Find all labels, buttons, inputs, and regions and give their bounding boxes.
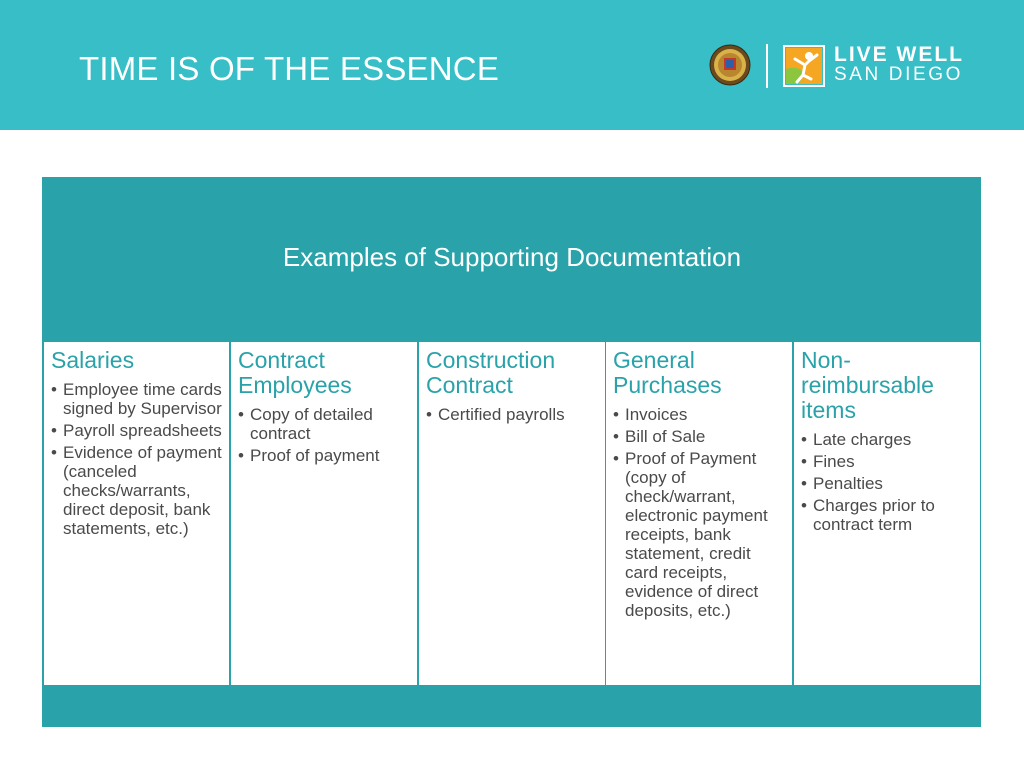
brand-line-1: LIVE WELL (834, 43, 964, 66)
logo-divider (766, 44, 768, 88)
column-salaries: Salaries Employee time cards signed by S… (43, 341, 230, 686)
column-contract-employees: Contract Employees Copy of detailed cont… (230, 341, 418, 686)
item-list: Certified payrolls (426, 405, 599, 424)
list-item: Fines (801, 452, 974, 471)
column-title: Non-reimbursable items (801, 347, 934, 423)
header-bar: TIME IS OF THE ESSENCE LIVE WELL SAN DIE… (0, 0, 1024, 130)
list-item: Charges prior to contract term (801, 496, 974, 534)
live-well-figure-icon (783, 45, 825, 87)
column-general-purchases: General Purchases Invoices Bill of Sale … (605, 341, 793, 686)
column-non-reimbursable: Non-reimbursable items Late charges Fine… (793, 341, 981, 686)
item-list: Employee time cards signed by Supervisor… (51, 380, 223, 538)
list-item: Penalties (801, 474, 974, 493)
list-item: Proof of payment (238, 446, 411, 465)
list-item: Evidence of payment (canceled checks/war… (51, 443, 223, 538)
column-construction-contract: Construction Contract Certified payrolls (418, 341, 606, 686)
list-item: Bill of Sale (613, 427, 786, 446)
list-item: Proof of Payment (copy of check/warrant,… (613, 449, 786, 620)
list-item: Payroll spreadsheets (51, 421, 223, 440)
brand-line-2: SAN DIEGO (834, 64, 963, 85)
item-list: Late charges Fines Penalties Charges pri… (801, 430, 974, 534)
list-item: Employee time cards signed by Supervisor (51, 380, 223, 418)
item-list: Invoices Bill of Sale Proof of Payment (… (613, 405, 786, 620)
column-title: Construction Contract (426, 347, 556, 398)
list-item: Invoices (613, 405, 786, 424)
panel-heading: Examples of Supporting Documentation (282, 242, 742, 272)
list-item: Certified payrolls (426, 405, 599, 424)
county-seal-icon (709, 44, 751, 86)
column-title: Salaries (51, 347, 135, 373)
column-title: Contract Employees (238, 347, 352, 398)
list-item: Copy of detailed contract (238, 405, 411, 443)
list-item: Late charges (801, 430, 974, 449)
slide-title: TIME IS OF THE ESSENCE (79, 50, 500, 87)
item-list: Copy of detailed contract Proof of payme… (238, 405, 411, 465)
column-title: General Purchases (613, 347, 722, 398)
